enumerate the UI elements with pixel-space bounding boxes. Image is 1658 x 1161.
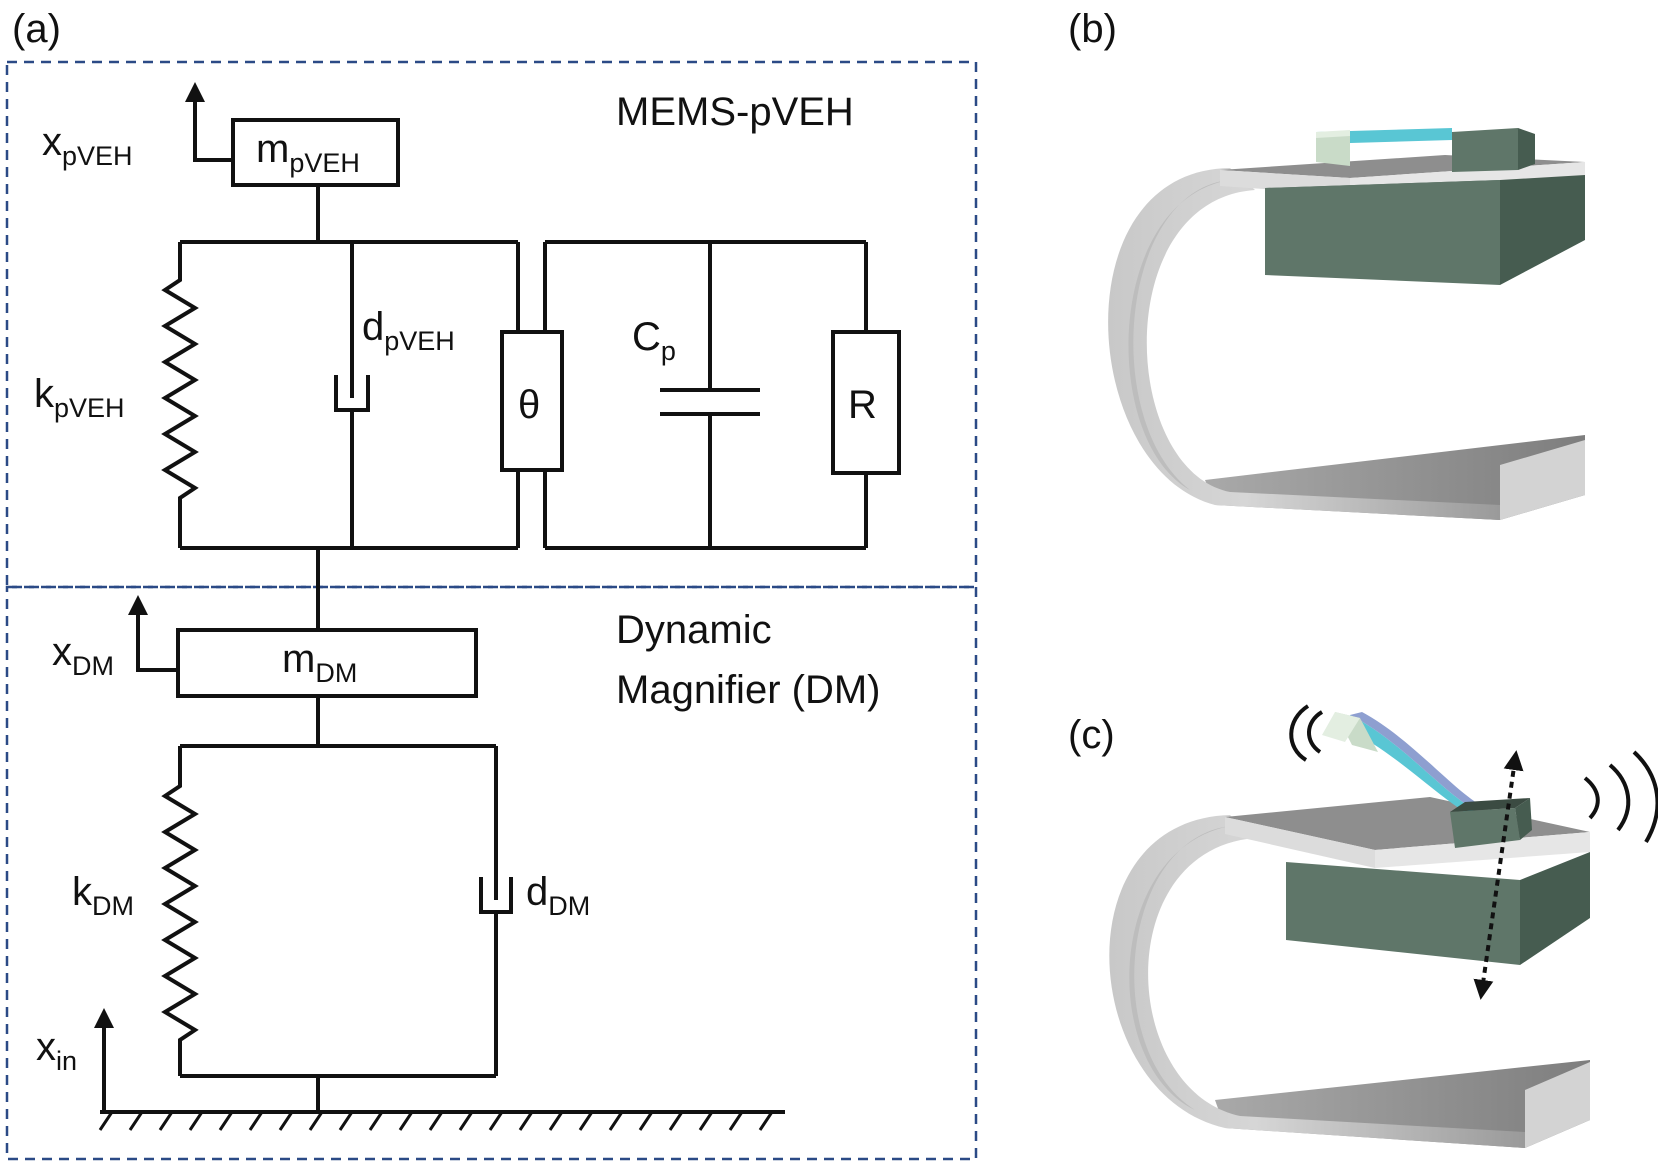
- ground-hatch-mark: [668, 1111, 684, 1131]
- m-dm-mass: [176, 628, 478, 698]
- mems-pveh-title: MEMS-pVEH: [616, 90, 854, 134]
- vibration-arcs-left: [1289, 704, 1324, 762]
- cp-capacitor: [660, 242, 760, 548]
- ground-hatch-mark: [218, 1111, 234, 1131]
- ground-hatch-mark: [368, 1111, 384, 1131]
- ground-hatch-mark: [548, 1111, 564, 1131]
- ground-hatch-mark: [698, 1111, 714, 1131]
- k-pveh-spring: [161, 242, 199, 548]
- d-pveh-label: dpVEH: [362, 305, 455, 356]
- m-pveh-label: mpVEH: [256, 127, 360, 178]
- panel-c: (c): [1068, 704, 1658, 1148]
- ground-hatch-mark: [758, 1111, 774, 1131]
- ground-hatch-mark: [398, 1111, 414, 1131]
- ground-hatch-mark: [488, 1111, 504, 1131]
- cp-label: Cp: [632, 315, 676, 366]
- d-dm-damper: [479, 746, 513, 1076]
- magnifier-block-c: [1286, 852, 1590, 965]
- theta-label: θ: [518, 383, 540, 427]
- ground-hatch-mark: [128, 1111, 144, 1131]
- ground-hatch: [98, 1111, 774, 1131]
- ground-hatch-mark: [158, 1111, 174, 1131]
- ground-hatch-mark: [248, 1111, 264, 1131]
- ground-hatch-mark: [188, 1111, 204, 1131]
- x-in-label: xin: [36, 1025, 77, 1076]
- m-pveh-mass: [231, 118, 400, 187]
- ground-hatch-mark: [578, 1111, 594, 1131]
- r-label: R: [848, 383, 877, 427]
- ground-hatch-mark: [608, 1111, 624, 1131]
- x-dm-arrow: [128, 595, 178, 672]
- magnifier-block-b: [1265, 175, 1585, 285]
- x-pveh-arrow: [185, 82, 233, 162]
- panel-label-a: (a): [12, 7, 61, 51]
- panel-a: (a) MEMS-pVEH Dynamic Magnifier (DM) xpV…: [5, 7, 978, 1161]
- ground-hatch-mark: [518, 1111, 534, 1131]
- ground-hatch-mark: [338, 1111, 354, 1131]
- dm-title-line2: Magnifier (DM): [616, 668, 880, 712]
- vibration-arcs-right: [1583, 750, 1658, 844]
- k-pveh-label: kpVEH: [34, 372, 125, 423]
- d-dm-label: dDM: [526, 870, 590, 921]
- x-dm-label: xDM: [52, 630, 114, 681]
- ground-hatch-mark: [638, 1111, 654, 1131]
- dm-title-line1: Dynamic: [616, 608, 772, 652]
- k-dm-spring: [161, 746, 199, 1076]
- r-resistor: [831, 330, 901, 475]
- motion-double-arrow: [1473, 750, 1524, 1000]
- ground-hatch-mark: [308, 1111, 324, 1131]
- panel-label-c: (c): [1068, 713, 1115, 757]
- ground-hatch-mark: [428, 1111, 444, 1131]
- mems-pveh-frame: [5, 60, 978, 589]
- ground-hatch-mark: [728, 1111, 744, 1131]
- x-pveh-label: xpVEH: [42, 120, 133, 171]
- ground-hatch-mark: [278, 1111, 294, 1131]
- panel-label-b: (b): [1068, 7, 1117, 51]
- panel-b: (b): [1068, 7, 1585, 520]
- c-shaped-substrate-c: [1109, 797, 1590, 1148]
- mems-harvester-b: [1316, 128, 1535, 172]
- d-pveh-damper: [334, 242, 370, 548]
- theta-transducer: [500, 330, 564, 472]
- m-dm-label: mDM: [282, 637, 357, 688]
- ground-hatch-mark: [98, 1111, 114, 1131]
- k-dm-label: kDM: [72, 870, 134, 921]
- dm-frame: [5, 585, 978, 1161]
- ground-hatch-mark: [458, 1111, 474, 1131]
